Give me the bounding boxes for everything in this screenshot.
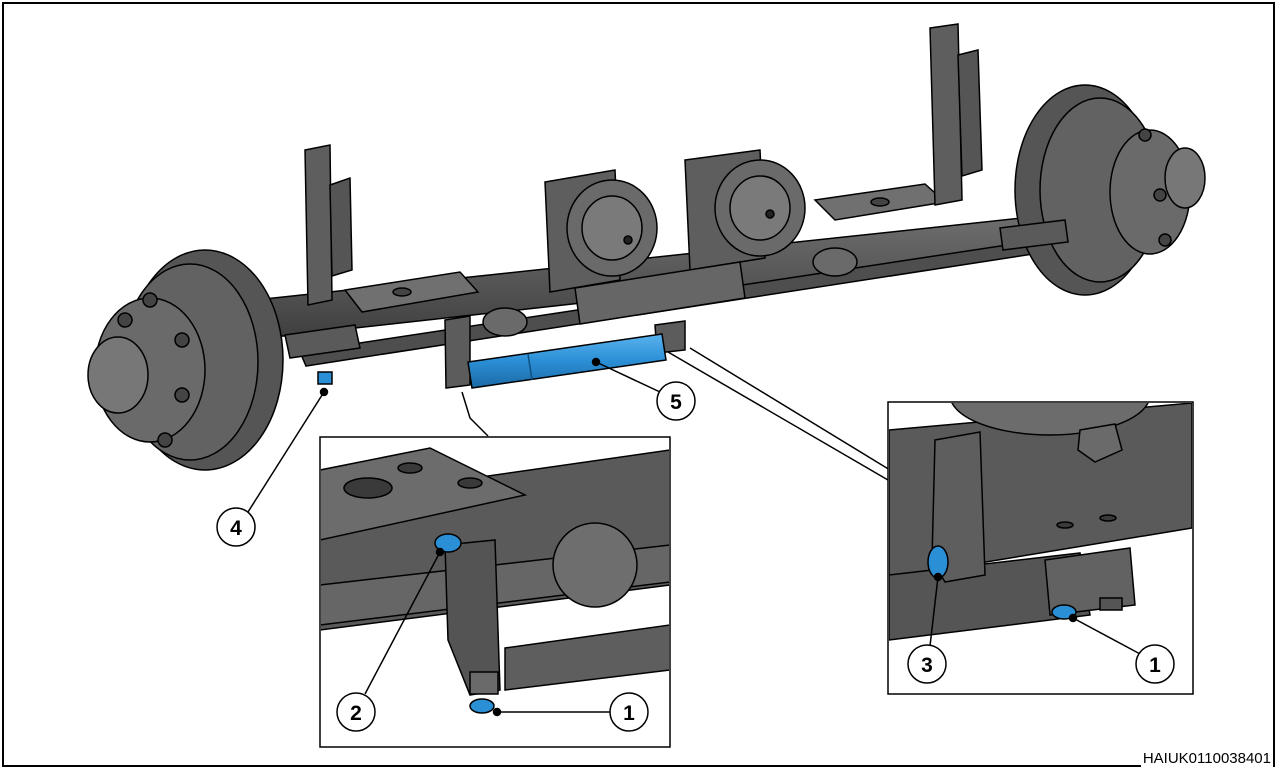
callout-inset-right-3: 3 xyxy=(907,644,947,684)
inset-left-plate xyxy=(321,447,528,541)
svg-text:5: 5 xyxy=(670,391,682,414)
callout-4: 4 xyxy=(216,507,256,547)
vertical-bracket-right xyxy=(929,23,963,206)
center-sleeve xyxy=(574,261,746,325)
inset-right-clamp xyxy=(931,431,986,583)
callout-5: 5 xyxy=(656,381,696,421)
callout-inset-right-1: 1 xyxy=(1135,644,1175,684)
zoom-line-left xyxy=(461,391,489,437)
leader-5 xyxy=(595,361,661,393)
hub-cap-left xyxy=(87,336,149,414)
svg-text:4: 4 xyxy=(230,517,242,540)
leader-4 xyxy=(247,391,325,513)
steering-arm-right xyxy=(999,219,1069,251)
inset-left-damper xyxy=(504,624,669,691)
zoom-line-right-a xyxy=(667,351,889,481)
tie-rod-joint-left xyxy=(482,307,528,337)
damper-clamp-left xyxy=(444,315,471,389)
svg-text:3: 3 xyxy=(921,654,933,677)
callout-inset-left-1: 1 xyxy=(609,692,649,732)
inset-left-bolt-2 xyxy=(434,533,462,553)
figure-code: HAIUK0110038401 xyxy=(1140,750,1273,767)
leader-inset-right-3 xyxy=(929,576,939,647)
tie-rod-joint-right xyxy=(812,247,858,277)
main-leaders xyxy=(247,347,891,513)
svg-text:1: 1 xyxy=(623,702,635,725)
zoom-line-right-b xyxy=(689,347,891,471)
inset-right: 3 1 xyxy=(887,401,1194,695)
inset-left-nut-1 xyxy=(469,698,495,714)
axle-assembly xyxy=(87,23,1206,471)
svg-text:1: 1 xyxy=(1149,654,1161,677)
inset-left: 2 1 xyxy=(319,436,671,748)
vertical-bracket-left xyxy=(304,144,333,306)
leader-inset-left-2 xyxy=(364,551,441,695)
svg-text:2: 2 xyxy=(350,702,362,725)
nut-left-main xyxy=(317,371,333,385)
steering-arm-left xyxy=(284,324,361,359)
leader-inset-right-1 xyxy=(1072,617,1143,656)
hub-cap-right xyxy=(1164,147,1206,209)
callout-inset-left-2: 2 xyxy=(336,692,376,732)
steering-damper xyxy=(467,333,667,389)
